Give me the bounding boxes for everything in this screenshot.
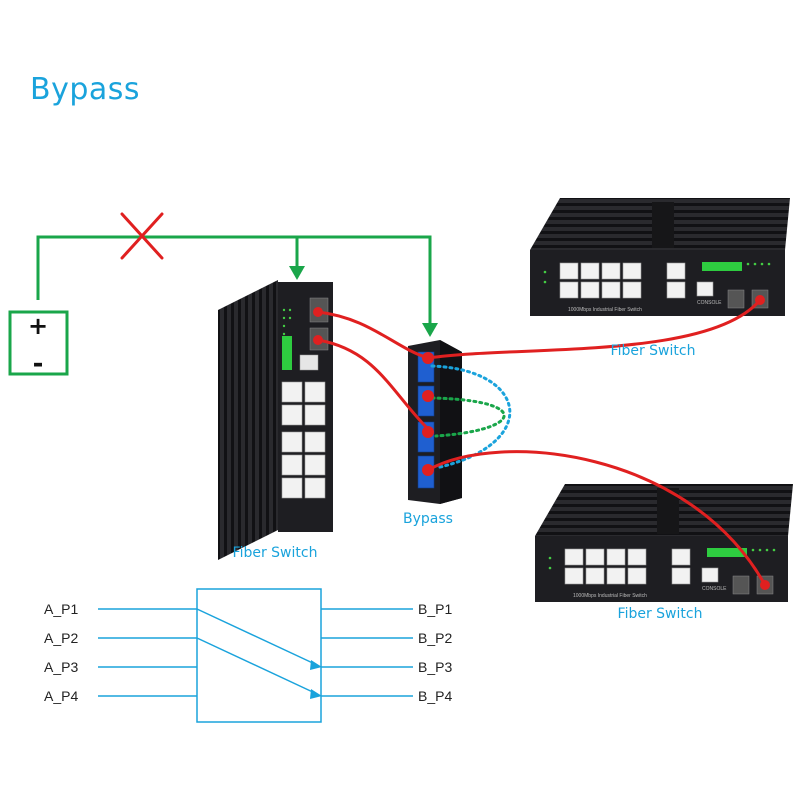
fiber-cables bbox=[317, 299, 767, 586]
port-label-b1: B_P1 bbox=[418, 601, 452, 617]
schematic-box bbox=[196, 588, 322, 723]
port-label-a1: A_P1 bbox=[44, 601, 78, 617]
plus-symbol: + bbox=[28, 312, 48, 340]
arrow-right-icon bbox=[310, 689, 322, 699]
port-label-a2: A_P2 bbox=[44, 630, 78, 646]
b-port-labels: B_P1 B_P2 B_P3 B_P4 bbox=[418, 601, 452, 704]
arrow-down-icon bbox=[422, 323, 438, 337]
switch-model-label: 1000Mbps Industrial Fiber Switch bbox=[573, 593, 647, 599]
port-label-a4: A_P4 bbox=[44, 688, 78, 704]
port-label-b2: B_P2 bbox=[418, 630, 452, 646]
fiber-cable bbox=[427, 299, 762, 360]
arrow-right-icon bbox=[310, 660, 322, 670]
fiber-connectors bbox=[313, 295, 770, 590]
cross-line bbox=[196, 608, 318, 666]
port-label-a3: A_P3 bbox=[44, 659, 78, 675]
console-label: CONSOLE bbox=[697, 300, 722, 306]
port-label-b4: B_P4 bbox=[418, 688, 452, 704]
minus-symbol: - bbox=[33, 349, 44, 379]
switch-model-label: 1000Mbps Industrial Fiber Switch bbox=[568, 307, 642, 313]
port-schematic bbox=[98, 588, 413, 723]
console-label: CONSOLE bbox=[702, 586, 727, 592]
top-right-switch-caption: Fiber Switch bbox=[611, 343, 696, 359]
top-right-fiber-switch: 1000Mbps Industrial Fiber Switch CONSOLE bbox=[530, 198, 790, 316]
fiber-cable bbox=[317, 310, 429, 360]
power-wiring bbox=[36, 235, 432, 325]
bottom-right-fiber-switch: 1000Mbps Industrial Fiber Switch CONSOLE bbox=[535, 484, 793, 602]
fiber-cable bbox=[427, 450, 767, 586]
cross-line bbox=[196, 637, 318, 695]
power-line bbox=[36, 235, 432, 325]
bypass-loop-green bbox=[430, 396, 506, 438]
a-port-labels: A_P1 A_P2 A_P3 A_P4 bbox=[44, 601, 78, 704]
battery-icon: + - bbox=[8, 310, 69, 379]
page-title: Bypass bbox=[30, 72, 141, 107]
left-fiber-switch bbox=[218, 280, 333, 560]
fiber-cable bbox=[317, 338, 429, 430]
bottom-right-switch-caption: Fiber Switch bbox=[618, 606, 703, 622]
bypass-caption: Bypass bbox=[403, 511, 453, 527]
port-label-b3: B_P3 bbox=[418, 659, 452, 675]
left-switch-caption: Fiber Switch bbox=[233, 545, 318, 561]
arrow-down-icon bbox=[289, 266, 305, 280]
bypass-module bbox=[408, 340, 462, 504]
x-cross-icon bbox=[120, 212, 164, 260]
